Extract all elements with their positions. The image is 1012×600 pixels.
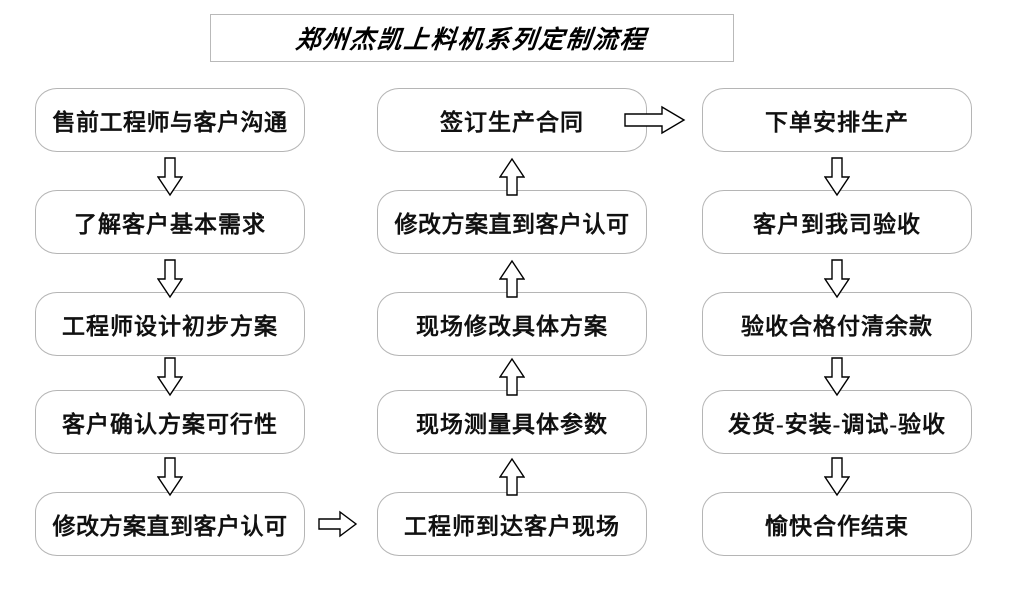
arrow-down-icon xyxy=(157,357,183,397)
node-happy-cooperation-end[interactable]: 愉快合作结束 xyxy=(702,492,972,556)
node-label: 修改方案直到客户认可 xyxy=(394,212,630,237)
node-label: 验收合格付清余款 xyxy=(741,314,933,339)
node-revise-until-approved-col2[interactable]: 修改方案直到客户认可 xyxy=(377,190,647,254)
node-engineer-arrives-onsite[interactable]: 工程师到达客户现场 xyxy=(377,492,647,556)
node-understand-basic-needs[interactable]: 了解客户基本需求 xyxy=(35,190,305,254)
node-label: 现场测量具体参数 xyxy=(416,412,608,437)
arrow-down-icon xyxy=(157,157,183,197)
arrow-up-icon xyxy=(499,457,525,497)
node-label: 下单安排生产 xyxy=(765,110,909,135)
arrow-up-icon xyxy=(499,157,525,197)
arrow-down-icon xyxy=(824,259,850,299)
node-customer-confirm-feasibility[interactable]: 客户确认方案可行性 xyxy=(35,390,305,454)
arrow-up-icon xyxy=(499,259,525,299)
arrow-down-icon xyxy=(157,457,183,497)
arrow-down-icon xyxy=(824,157,850,197)
arrow-down-icon xyxy=(157,259,183,299)
node-pre-sales-communication[interactable]: 售前工程师与客户沟通 xyxy=(35,88,305,152)
node-label: 工程师到达客户现场 xyxy=(404,514,620,539)
node-label: 修改方案直到客户认可 xyxy=(52,514,288,539)
node-label: 工程师设计初步方案 xyxy=(62,314,278,339)
node-label: 发货-安装-调试-验收 xyxy=(728,412,946,437)
arrow-up-icon xyxy=(499,357,525,397)
node-sign-production-contract[interactable]: 签订生产合同 xyxy=(377,88,647,152)
node-label: 愉快合作结束 xyxy=(765,514,909,539)
node-onsite-measure-parameters[interactable]: 现场测量具体参数 xyxy=(377,390,647,454)
node-label: 现场修改具体方案 xyxy=(416,314,608,339)
node-engineer-initial-design[interactable]: 工程师设计初步方案 xyxy=(35,292,305,356)
arrow-down-icon xyxy=(824,357,850,397)
node-label: 客户到我司验收 xyxy=(753,212,921,237)
node-label: 客户确认方案可行性 xyxy=(62,412,278,437)
node-onsite-revise-plan[interactable]: 现场修改具体方案 xyxy=(377,292,647,356)
node-pay-balance-after-acceptance[interactable]: 验收合格付清余款 xyxy=(702,292,972,356)
node-place-order-arrange-production[interactable]: 下单安排生产 xyxy=(702,88,972,152)
node-label: 售前工程师与客户沟通 xyxy=(52,110,288,135)
node-revise-until-approved-col1[interactable]: 修改方案直到客户认可 xyxy=(35,492,305,556)
arrow-down-icon xyxy=(824,457,850,497)
arrow-right-icon xyxy=(318,509,358,539)
chart-title-box: 郑州杰凯上料机系列定制流程 xyxy=(210,14,734,62)
node-customer-inspection-at-factory[interactable]: 客户到我司验收 xyxy=(702,190,972,254)
arrow-right-icon xyxy=(624,105,686,135)
chart-title-text: 郑州杰凯上料机系列定制流程 xyxy=(294,27,649,54)
node-label: 签订生产合同 xyxy=(440,110,584,135)
node-label: 了解客户基本需求 xyxy=(74,212,266,237)
node-ship-install-debug-accept[interactable]: 发货-安装-调试-验收 xyxy=(702,390,972,454)
